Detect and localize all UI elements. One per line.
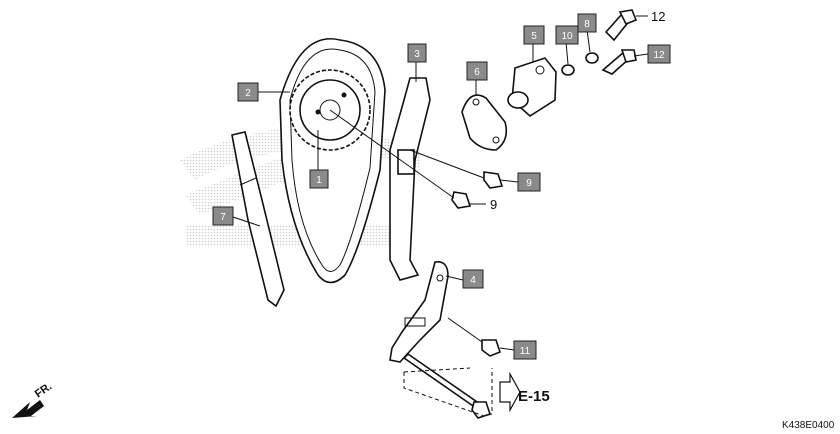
- svg-text:9: 9: [526, 178, 532, 189]
- callout-1: 1: [309, 169, 329, 189]
- svg-text:5: 5: [531, 31, 537, 42]
- diagram-code: K438E0400: [782, 420, 835, 431]
- svg-text:10: 10: [561, 31, 573, 42]
- callout-6: 6: [466, 61, 488, 81]
- reference-label: E-15: [518, 388, 550, 405]
- svg-text:8: 8: [584, 19, 590, 30]
- bolt-9-lower: [329, 109, 472, 209]
- direction-label: FR.: [33, 380, 54, 400]
- label-12-plain: 12: [651, 9, 665, 24]
- reference-arrow: [499, 371, 521, 413]
- sealing-washer: [561, 64, 575, 76]
- callout-8: 8: [577, 13, 597, 33]
- svg-text:4: 4: [470, 275, 476, 286]
- callout-4: 4: [462, 269, 484, 289]
- svg-text:6: 6: [474, 67, 480, 78]
- bolt-9-upper: [409, 149, 504, 189]
- bolt-11: [447, 317, 501, 357]
- svg-text:12: 12: [653, 50, 665, 61]
- callout-2: 2: [237, 82, 259, 102]
- bolt-12-lower: [601, 49, 637, 75]
- bolt-12-upper: [604, 9, 638, 42]
- callout-3: 3: [407, 43, 427, 63]
- callout-10: 10: [555, 25, 579, 45]
- callout-12: 12: [647, 44, 671, 64]
- tensioner-lifter: [507, 57, 557, 118]
- label-9-plain: 9: [490, 197, 497, 212]
- cam-chain-guide: [231, 131, 285, 308]
- callout-7: 7: [212, 206, 234, 226]
- svg-text:7: 7: [220, 212, 226, 223]
- tensioner-slipper: [389, 77, 431, 281]
- direction-arrow: [12, 400, 44, 418]
- reference-dashed-box: [403, 367, 493, 417]
- callout-11: 11: [513, 340, 537, 360]
- svg-text:11: 11: [520, 346, 531, 357]
- callout-5: 5: [523, 25, 545, 45]
- svg-text:2: 2: [245, 88, 251, 99]
- tensioner-screw: [585, 52, 599, 64]
- long-bolt: [402, 352, 492, 419]
- callout-9: 9: [517, 172, 541, 192]
- leader-lines: [229, 15, 649, 351]
- tensioner-gasket: [461, 94, 508, 151]
- svg-text:3: 3: [414, 49, 420, 60]
- svg-text:1: 1: [316, 175, 322, 186]
